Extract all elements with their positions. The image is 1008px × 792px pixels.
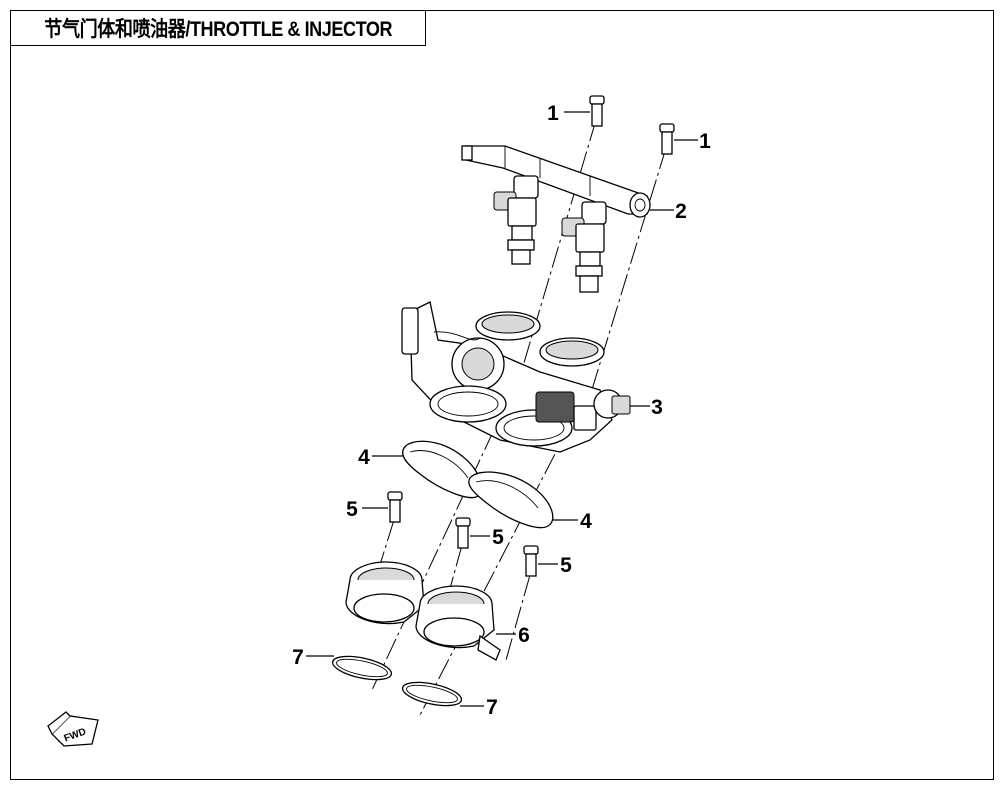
callout-3: 3 <box>651 396 663 419</box>
fwd-arrow-icon: FWD <box>47 711 99 747</box>
part-7-o-ring-right <box>401 681 463 707</box>
part-4-gasket-right <box>468 471 554 529</box>
callout-7-right: 7 <box>486 696 498 719</box>
part-2-injector-left <box>493 175 539 265</box>
callout-1-right: 1 <box>699 130 711 153</box>
part-1-bolt-right <box>659 123 675 155</box>
part-3-throttle-body <box>401 301 631 453</box>
callout-7-left: 7 <box>292 646 304 669</box>
part-2-injector-right <box>561 201 607 293</box>
callout-4-lower: 4 <box>580 510 592 533</box>
page-title: 节气门体和喷油器/THROTTLE & INJECTOR <box>44 18 392 41</box>
assembly-centerlines <box>371 119 667 716</box>
drawing-frame <box>10 10 994 780</box>
callout-2: 2 <box>675 200 687 223</box>
callout-6: 6 <box>518 624 530 647</box>
part-5-bolt-b <box>455 517 471 549</box>
part-6-intake-manifold <box>345 561 501 661</box>
callout-1-left: 1 <box>547 102 559 125</box>
part-7-o-ring-left <box>331 655 393 681</box>
part-2-fuel-rail <box>461 145 651 218</box>
part-5-bolt-c <box>523 545 539 577</box>
callout-5-left: 5 <box>346 498 358 521</box>
callout-5-middle: 5 <box>492 526 504 549</box>
part-1-bolt-left <box>589 95 605 127</box>
title-box: 节气门体和喷油器/THROTTLE & INJECTOR <box>10 10 426 46</box>
part-4-gasket-left <box>401 440 483 499</box>
part-5-bolt-a <box>387 491 403 523</box>
leader-lines <box>306 111 698 707</box>
callout-5-right: 5 <box>560 554 572 577</box>
callout-4-upper: 4 <box>358 446 370 469</box>
